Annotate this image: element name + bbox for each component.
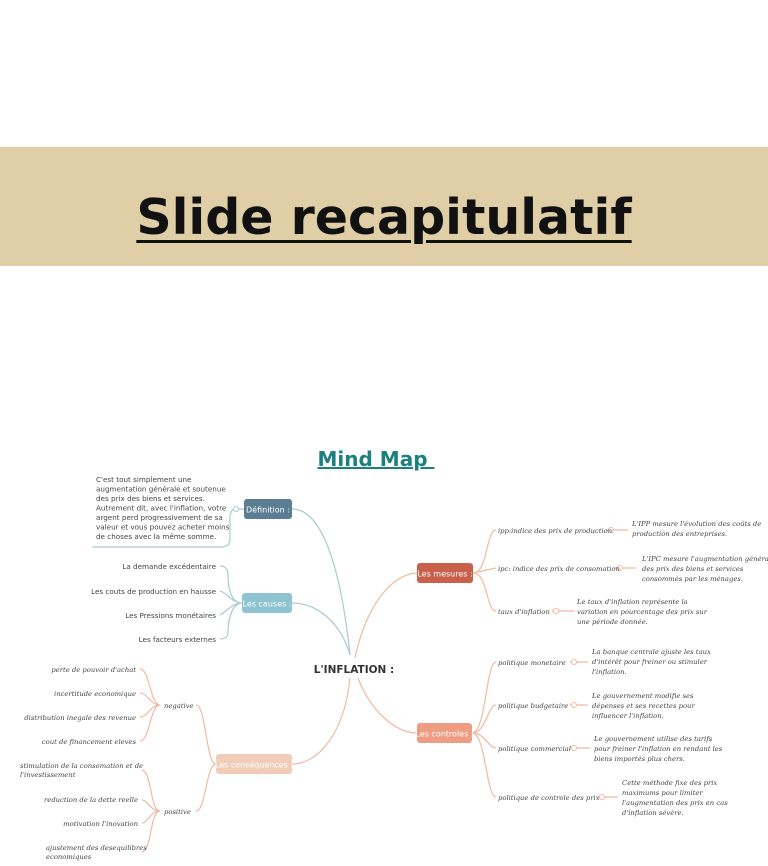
controle-item: politique monetaire — [498, 659, 566, 667]
definition-line: augmentation générale et soutenue — [96, 485, 226, 494]
controle-desc: influencer l'inflation. — [592, 712, 664, 720]
definition-line: Autrement dit, avec l'inflation, votre — [96, 504, 227, 513]
positive-item: economiques — [46, 853, 92, 861]
mesure-desc: des prix des biens et services — [642, 565, 744, 573]
link-consequences-subgroups — [195, 704, 217, 812]
link-negative-items — [139, 668, 161, 742]
mesure-desc: une période donnée. — [577, 618, 648, 626]
controle-desc: Le gouvernement modifie ses — [591, 692, 694, 700]
connector-dot — [571, 745, 577, 751]
positive-item: motivation l'inovation — [63, 820, 138, 828]
connector-dot — [571, 702, 577, 708]
controle-desc: biens importés plus chers. — [594, 755, 685, 763]
causes-node-label: Les causes : — [243, 600, 292, 609]
mesure-desc: consommés par les ménages. — [642, 575, 743, 583]
connector-dot — [599, 794, 605, 800]
controle-desc: l'augmentation des prix en cas — [622, 799, 728, 807]
controle-desc: La banque centrale ajuste les taux — [591, 648, 711, 656]
link-positive-items — [141, 769, 161, 853]
definition-line: de choses avec la même somme. — [96, 532, 216, 541]
controle-desc: Cette méthode fixe des prix — [622, 779, 717, 787]
definition-line: valeur et vous pouvez acheter moins — [96, 523, 230, 532]
mesure-desc: variation en pourcentage des prix sur — [577, 608, 708, 616]
mesures-node — [417, 563, 473, 583]
connector-dot — [617, 565, 623, 571]
connector-dot — [233, 506, 239, 512]
mind-map-diagram: Définition : Les causes : Les conséquenc… — [20, 475, 768, 861]
definition-line: C'est tout simplement une — [96, 475, 192, 484]
positive-item: stimulation de la consomation et de — [20, 762, 143, 770]
title-banner — [0, 147, 768, 266]
controle-item: politique de controle des prix — [498, 794, 600, 802]
controle-desc: d'intérêt pour freiner ou stimuler — [592, 658, 708, 666]
positive-item: reduction de la dette reelle — [44, 796, 138, 804]
consequences-node-label: Les conséquences : — [215, 760, 293, 770]
mind-map-heading-text: Mind Map — [317, 447, 435, 471]
controle-desc: l'inflation. — [592, 668, 627, 676]
definition-node-label: Définition : — [246, 505, 290, 515]
cause-item: Les couts de production en hausse — [91, 587, 216, 596]
negative-item: distribution inegale des revenue — [24, 714, 136, 722]
slide-title: Slide recapitulatif — [136, 189, 632, 246]
mesure-desc: production des entreprises. — [632, 530, 727, 538]
controle-desc: maximums pour limiter — [622, 789, 703, 797]
positive-label: positive — [164, 808, 191, 816]
controle-desc: pour freiner l'inflation en rendant les — [594, 745, 723, 753]
mesure-item: ipp:indice des prix de production — [498, 527, 612, 535]
center-topic: L'INFLATION : — [314, 664, 394, 676]
link-controles-items — [471, 661, 497, 798]
negative-item: incertitude economique — [54, 690, 136, 698]
definition-line: des prix des biens et services. — [96, 494, 205, 503]
controle-desc: dépenses et ses recettes pour — [592, 702, 695, 710]
link-causes-items — [219, 565, 243, 640]
controles-node — [417, 723, 472, 743]
negative-label: negative — [164, 702, 194, 710]
negative-item: perte de pouvoir d'achat — [51, 666, 136, 674]
consequences-node — [216, 754, 292, 774]
cause-item: Les Pressions monétaires — [125, 611, 216, 620]
link-center-consequences — [291, 677, 351, 765]
causes-node — [242, 593, 292, 613]
mesure-item: taux d'inflation — [498, 608, 550, 616]
controles-node-label: Les controles : — [415, 730, 473, 739]
cause-item: Les facteurs externes — [139, 635, 217, 644]
definition-node — [244, 499, 292, 519]
mesure-item: ipc: indice des prix de consomation — [498, 565, 620, 573]
positive-item: ajustement des desequilibres — [46, 844, 147, 852]
connector-dot — [571, 659, 577, 665]
link-center-mesures — [354, 572, 419, 659]
positive-item: l'investissement — [20, 771, 76, 779]
cause-item: La demande excédentaire — [122, 562, 216, 571]
controle-desc: d'inflation sévère. — [622, 809, 684, 817]
link-controles-descs — [570, 661, 618, 798]
negative-item: cout de financement eleves — [42, 738, 137, 746]
mesure-desc: L'IPP mesure l'évolution des coûts de — [631, 520, 761, 528]
definition-text: C'est tout simplement une augmentation g… — [96, 475, 230, 541]
connector-dot — [608, 527, 614, 533]
link-center-controles — [357, 677, 418, 734]
link-mesures-items — [472, 529, 497, 612]
mesure-desc: Le taux d'inflation représente la — [576, 598, 688, 606]
controle-item: politique commercial — [498, 745, 571, 753]
mesure-desc: L'IPC mesure l'augmentation générale — [641, 555, 768, 563]
definition-line: argent perd progressivement de sa — [96, 513, 223, 522]
controle-desc: Le gouvernement utilise des tarifs — [593, 735, 713, 743]
controle-item: politique budgetaire — [498, 702, 568, 710]
connector-dot — [553, 608, 559, 614]
mesures-node-label: Les mesures : — [417, 570, 472, 579]
link-center-causes — [291, 602, 351, 656]
mind-map-heading: Mind Map — [0, 447, 752, 471]
link-center-definition — [291, 508, 351, 656]
